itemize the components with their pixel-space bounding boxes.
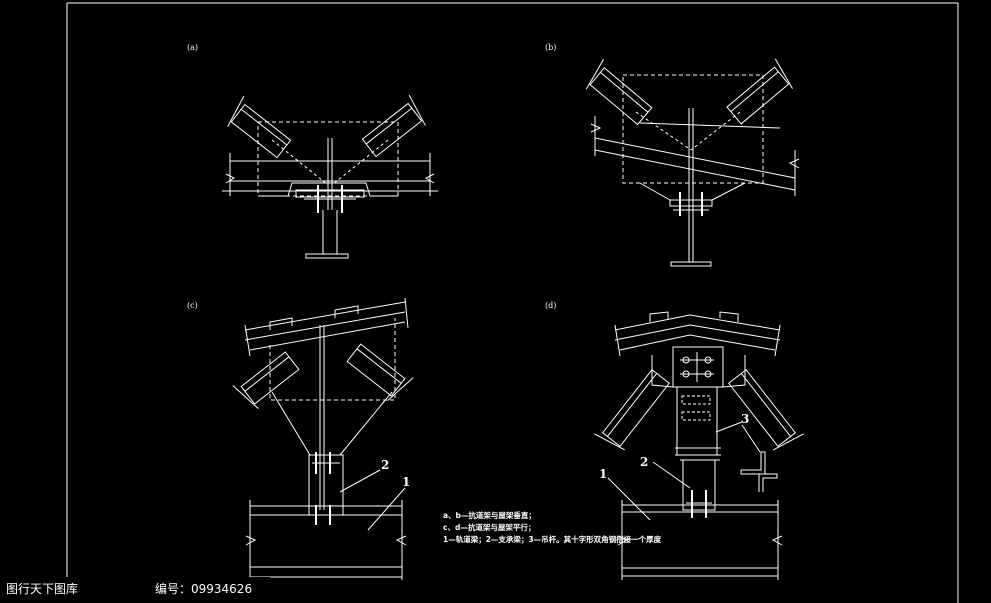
note-line-2: c、d—抗道架与屋架平行； xyxy=(443,522,535,533)
callout-d-1: 1 xyxy=(599,467,607,481)
note-line-1: a、b—抗道架与屋架垂直； xyxy=(443,510,536,521)
watermark-site: 图行天下图库 xyxy=(6,581,78,596)
panel-a xyxy=(222,94,438,259)
callout-d-3: 3 xyxy=(741,412,749,426)
note-line-3: 1—轨道梁；2—支承梁；3—吊杆。其十字形双角钢搭接一个厚度 xyxy=(443,534,662,545)
panel-c-label: (c) xyxy=(187,301,198,310)
panel-c xyxy=(232,297,414,580)
panel-b-label: (b) xyxy=(545,43,556,52)
watermark-id-label: 编号： xyxy=(155,581,191,596)
watermark-id-value: 09934626 xyxy=(191,582,252,596)
panel-d-label: (d) xyxy=(545,301,556,310)
sheet-frame xyxy=(66,2,959,603)
callout-c-1: 1 xyxy=(402,475,410,489)
callout-d-2: 2 xyxy=(640,455,648,469)
panel-d xyxy=(594,311,804,580)
callout-c-2: 2 xyxy=(381,458,389,472)
watermark-backdrop xyxy=(0,577,270,603)
panel-b xyxy=(585,58,800,267)
panel-a-label: (a) xyxy=(187,43,198,52)
